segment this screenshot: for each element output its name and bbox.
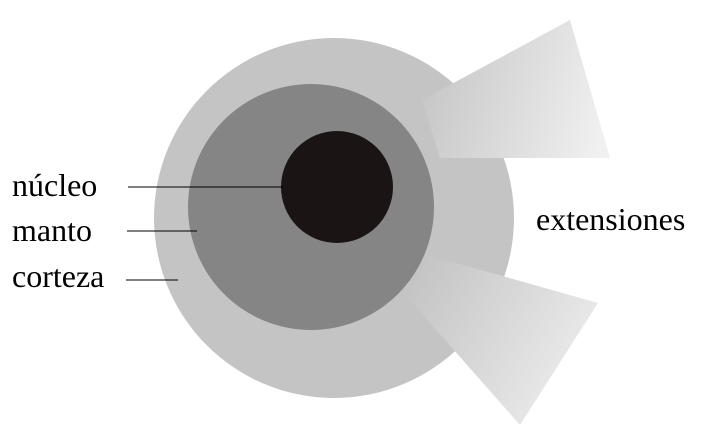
extensions-label: extensiones	[536, 201, 685, 237]
extension-cone-top	[422, 20, 610, 158]
crust-label: corteza	[12, 258, 104, 294]
nucleus-label: núcleo	[12, 167, 97, 203]
mantle-label: manto	[12, 212, 92, 248]
nucleus-core	[281, 131, 393, 243]
